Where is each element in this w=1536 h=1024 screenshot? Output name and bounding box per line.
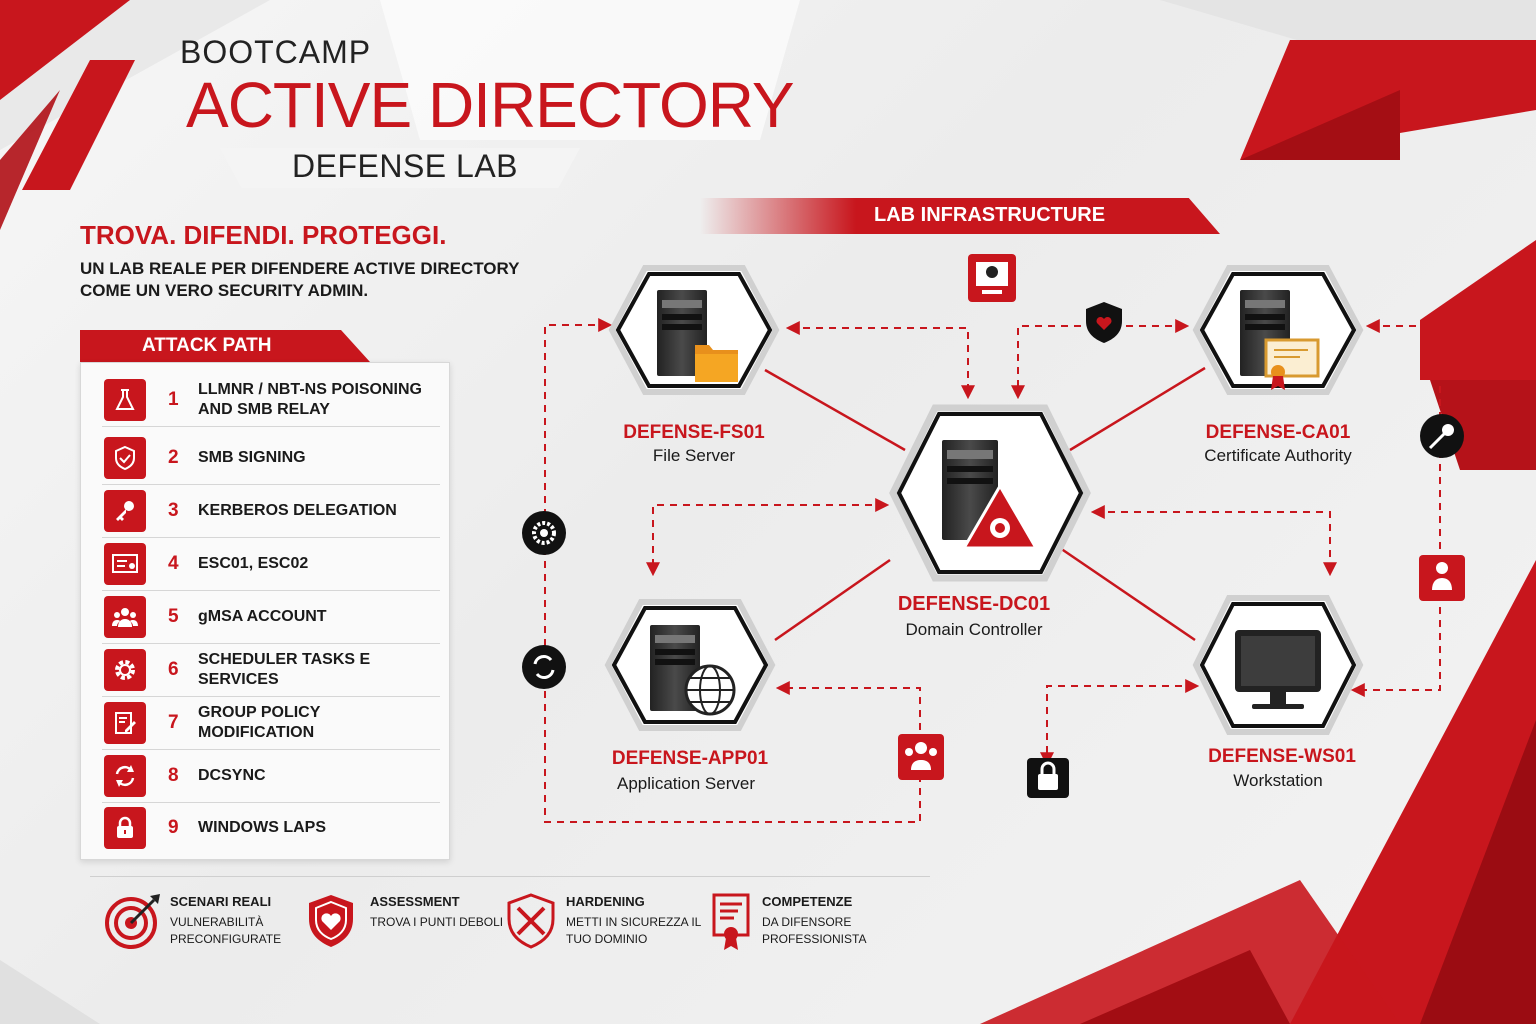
attack-path-item[interactable]: 7 GROUP POLICY MODIFICATION bbox=[102, 697, 440, 750]
attack-path-item[interactable]: 8 DCSYNC bbox=[102, 750, 440, 803]
attack-path-label: WINDOWS LAPS bbox=[198, 819, 326, 836]
server-certificate-icon bbox=[1240, 290, 1320, 390]
lab-infrastructure-heading: LAB INFRASTRUCTURE bbox=[700, 198, 1220, 234]
attack-path-item[interactable]: 9 WINDOWS LAPS bbox=[102, 802, 440, 854]
attack-path-item[interactable]: 3 KERBEROS DELEGATION bbox=[102, 485, 440, 538]
feature-title: SCENARI REALI bbox=[170, 894, 272, 909]
node-dc01-role: Domain Controller bbox=[905, 620, 1043, 639]
dashed-links bbox=[544, 318, 1441, 823]
shield-heart-icon bbox=[309, 895, 353, 947]
attack-path-number: 4 bbox=[168, 553, 179, 574]
certificate-icon bbox=[104, 543, 146, 585]
attack-path-item[interactable]: 6 SCHEDULER TASKS E SERVICES bbox=[102, 644, 440, 697]
crossed-swords-icon bbox=[507, 893, 555, 949]
attack-path-label: gMSA ACCOUNT bbox=[198, 608, 327, 625]
node-dc01-name: DEFENSE-DC01 bbox=[897, 593, 1051, 615]
sync-icon bbox=[104, 755, 146, 797]
lock-badge bbox=[1027, 758, 1069, 798]
feature-subtitle: VULNERABILITÀ PRECONFIGURATE bbox=[170, 915, 282, 946]
feature-scenari-reali: SCENARI REALI VULNERABILITÀ PRECONFIGURA… bbox=[104, 890, 304, 960]
node-ca01-name: DEFENSE-CA01 bbox=[1205, 422, 1351, 443]
shield-heart-badge bbox=[1086, 302, 1122, 343]
attack-path-label: LLMNR / NBT-NS POISONING AND SMB RELAY bbox=[198, 381, 422, 418]
title-bootcamp: BOOTCAMP bbox=[180, 34, 372, 70]
attack-path-number: 9 bbox=[168, 817, 179, 838]
tagline: TROVA. DIFENDI. PROTEGGI. bbox=[80, 220, 447, 250]
users-badge-right bbox=[1419, 555, 1465, 601]
feature-hardening: HARDENING METTI IN SICUREZZA IL TUO DOMI… bbox=[500, 890, 701, 960]
attack-path-number: 5 bbox=[168, 606, 179, 627]
attack-path-label: KERBEROS DELEGATION bbox=[198, 502, 397, 519]
feature-competenze: COMPETENZE DA DIFENSORE PROFESSIONISTA bbox=[696, 890, 896, 960]
title-active-directory: ACTIVE DIRECTORY bbox=[186, 69, 795, 141]
attack-path-label: GROUP POLICY MODIFICATION bbox=[198, 704, 321, 741]
users-icon bbox=[104, 596, 146, 638]
skull-monitor-badge bbox=[968, 254, 1016, 302]
features-divider bbox=[90, 876, 930, 877]
feature-title: HARDENING bbox=[566, 894, 645, 909]
attack-path-number: 8 bbox=[168, 765, 179, 786]
gear-badge bbox=[522, 511, 566, 555]
title-defense-lab: DEFENSE LAB bbox=[292, 148, 519, 184]
flask-icon bbox=[104, 379, 146, 421]
node-app01-role: Application Server bbox=[617, 774, 755, 793]
server-folder-icon bbox=[657, 290, 738, 382]
shield-check-icon bbox=[104, 437, 146, 479]
users-badge-bottom bbox=[898, 734, 944, 780]
sync-badge bbox=[522, 645, 566, 689]
node-ws01-name: DEFENSE-WS01 bbox=[1208, 746, 1356, 767]
attack-path-number: 2 bbox=[168, 447, 179, 468]
server-warning-icon bbox=[942, 440, 1039, 550]
feature-title: ASSESSMENT bbox=[370, 894, 460, 909]
attack-path-item[interactable]: 4 ESC01, ESC02 bbox=[102, 538, 440, 591]
attack-path-label: SMB SIGNING bbox=[198, 449, 306, 466]
attack-path-number: 6 bbox=[168, 659, 179, 680]
gear-icon bbox=[104, 649, 146, 691]
node-fs01-role: File Server bbox=[652, 446, 736, 465]
attack-path-number: 7 bbox=[168, 712, 179, 733]
node-fs01-name: DEFENSE-FS01 bbox=[623, 422, 765, 443]
node-app01-name: DEFENSE-APP01 bbox=[611, 748, 769, 769]
feature-assessment: ASSESSMENT TROVA I PUNTI DEBOLI bbox=[304, 890, 504, 960]
attack-path-number: 1 bbox=[168, 389, 179, 410]
attack-path-label: ESC01, ESC02 bbox=[198, 555, 309, 572]
attack-path-item[interactable]: 5 gMSA ACCOUNT bbox=[102, 591, 440, 644]
document-edit-icon bbox=[104, 702, 146, 744]
attack-path-item[interactable]: 1 LLMNR / NBT-NS POISONING AND SMB RELAY bbox=[102, 374, 440, 427]
description: UN LAB REALE PER DIFENDERE ACTIVE DIRECT… bbox=[80, 259, 520, 300]
attack-path-label: SCHEDULER TASKS E SERVICES bbox=[198, 651, 371, 688]
feature-subtitle: TROVA I PUNTI DEBOLI bbox=[370, 915, 504, 929]
subtitle-backdrop bbox=[220, 148, 580, 188]
feature-title: COMPETENZE bbox=[762, 894, 853, 909]
feature-subtitle: METTI IN SICUREZZA IL TUO DOMINIO bbox=[566, 915, 701, 946]
attack-path-heading: ATTACK PATH bbox=[80, 330, 370, 362]
certificate-badge-icon bbox=[712, 893, 750, 950]
node-ca01-role: Certificate Authority bbox=[1204, 446, 1352, 465]
attack-path-label: DCSYNC bbox=[198, 767, 266, 784]
key-icon bbox=[104, 490, 146, 532]
feature-subtitle: DA DIFENSORE PROFESSIONISTA bbox=[762, 915, 867, 946]
target-icon bbox=[105, 894, 160, 949]
attack-path-item[interactable]: 2 SMB SIGNING bbox=[102, 432, 440, 485]
key-badge bbox=[1420, 414, 1464, 458]
node-ws01-role: Workstation bbox=[1233, 771, 1323, 790]
attack-path-number: 3 bbox=[168, 500, 179, 521]
server-globe-icon bbox=[650, 625, 736, 716]
lock-icon bbox=[104, 807, 146, 849]
monitor-icon bbox=[1235, 630, 1321, 709]
